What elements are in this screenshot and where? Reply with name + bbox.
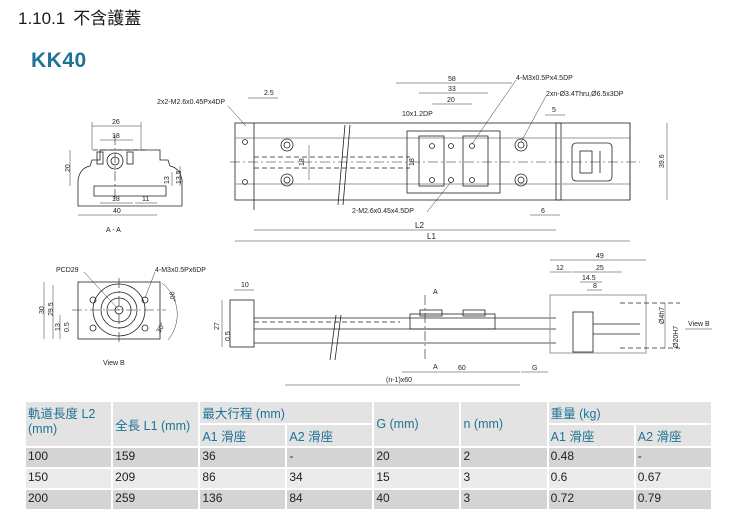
cell-weight-a1: 0.6: [548, 469, 634, 488]
cell-l2: 100: [26, 448, 112, 467]
dim-boss: Ø20H7: [673, 326, 680, 348]
cell-stroke-a2: -: [287, 448, 373, 467]
dim-pitch: (n-1)x60: [386, 377, 412, 384]
cell-g: 15: [374, 469, 460, 488]
dim-13-view-b: 13: [55, 323, 62, 331]
dim-29-5: 29.5: [48, 302, 55, 316]
top-view: 2x2-M2.6x0.45Px4DP 2.5 58 33 20 10x1.2DP…: [157, 75, 668, 242]
spec-table: 軌道長度 L2 (mm) 全長 L1 (mm) 最大行程 (mm) G (mm)…: [24, 400, 713, 511]
dim-0-5-side: 0.5: [225, 331, 232, 341]
technical-drawing: 26 18 20 13 13.5 18 11 40 A - A: [39, 75, 712, 386]
cell-l2: 150: [26, 469, 112, 488]
dim-60: 60: [458, 365, 466, 372]
cell-l1: 259: [113, 490, 199, 509]
cell-g: 20: [374, 448, 460, 467]
cell-stroke-a2: 34: [287, 469, 373, 488]
angle-30: 30°: [155, 321, 167, 334]
section-title: 不含護蓋: [73, 9, 142, 28]
cell-stroke-a1: 136: [200, 490, 286, 509]
callout-tap-view-b: 4-M3x0.5Px6DP: [155, 267, 206, 274]
cell-l1: 159: [113, 448, 199, 467]
mounting-holes: [242, 138, 528, 187]
cell-n: 2: [461, 448, 547, 467]
section-heading: 1.10.1 不含護蓋: [18, 4, 141, 29]
cell-weight-a1: 0.48: [548, 448, 634, 467]
callout-tap-end: 2x2-M2.6x0.45Px4DP: [157, 99, 225, 106]
dim-12: 12: [556, 265, 564, 272]
dim-6: 6: [541, 208, 545, 215]
cell-n: 3: [461, 490, 547, 509]
header-weight: 重量 (kg): [548, 402, 711, 423]
section-mark-bottom: A: [433, 364, 438, 371]
dim-18-rail: 18: [299, 158, 306, 166]
dim-18-slider: 18: [409, 158, 416, 166]
header-weight-a2: A2 滑座: [635, 425, 711, 446]
callout-thru-holes: 2xn-Ø3.4Thru,Ø6.5x3DP: [546, 91, 624, 98]
cell-g: 40: [374, 490, 460, 509]
header-max-stroke: 最大行程 (mm): [200, 402, 373, 423]
view-b-caption: View B: [103, 360, 125, 367]
dim-8: 8: [593, 283, 597, 290]
dim-2-5: 2.5: [264, 90, 274, 97]
header-weight-a1: A1 滑座: [548, 425, 634, 446]
callout-tap-slider: 4-M3x0.5Px4.5DP: [516, 75, 573, 82]
section-a-a-view: 26 18 20 13 13.5 18 11 40 A - A: [65, 119, 183, 234]
view-b-arrow-label: View B: [688, 321, 710, 328]
dim-58: 58: [448, 76, 456, 83]
callout-slot: 10x1.2DP: [402, 111, 433, 118]
section-mark-top: A: [433, 289, 438, 296]
header-g: G (mm): [374, 402, 460, 446]
table-row: 200 259 136 84 40 3 0.72 0.79: [26, 490, 711, 509]
dim-L2: L2: [415, 221, 424, 230]
dim-27: 27: [214, 322, 221, 330]
section-caption: A - A: [106, 227, 121, 234]
cell-stroke-a2: 84: [287, 490, 373, 509]
angle-90: 90°: [167, 291, 177, 303]
dim-49: 49: [596, 253, 604, 260]
section-number: 1.10.1: [18, 9, 66, 28]
dim-L1: L1: [427, 232, 436, 241]
dim-5: 5: [552, 107, 556, 114]
dim-10: 10: [241, 282, 249, 289]
callout-pcd: PCD29: [56, 267, 79, 274]
cell-weight-a2: 0.79: [635, 490, 711, 509]
view-b: PCD29 4-M3x0.5Px6DP 30 29.5 13 0.5 90° 3…: [39, 267, 206, 367]
dim-40: 40: [113, 208, 121, 215]
dim-13-5: 13.5: [176, 170, 183, 184]
dim-25: 25: [596, 265, 604, 272]
dim-20-top: 20: [447, 97, 455, 104]
dim-11: 11: [142, 196, 149, 203]
motor-side-view: 49 12 25 14.5 8 Ø4h7 Ø20H7 View B: [549, 253, 712, 354]
cell-weight-a2: -: [635, 448, 711, 467]
dim-20: 20: [65, 164, 72, 172]
header-n: n (mm): [461, 402, 547, 446]
header-stroke-a2: A2 滑座: [287, 425, 373, 446]
cell-weight-a2: 0.67: [635, 469, 711, 488]
header-stroke-a1: A1 滑座: [200, 425, 286, 446]
dim-33: 33: [448, 86, 456, 93]
header-rail-length: 軌道長度 L2 (mm): [26, 402, 112, 446]
dim-39-6: 39.6: [659, 154, 666, 168]
cell-weight-a1: 0.72: [548, 490, 634, 509]
dim-G: G: [532, 365, 537, 372]
header-total-length: 全長 L1 (mm): [113, 402, 199, 446]
cell-l2: 200: [26, 490, 112, 509]
cell-stroke-a1: 36: [200, 448, 286, 467]
dim-18-bottom: 18: [112, 196, 120, 203]
dim-0-5-view-b: 0.5: [64, 322, 71, 332]
dim-18-top: 18: [112, 133, 120, 140]
model-name: KK40: [31, 49, 87, 72]
side-view: A A 10 27 0.5 60 G (n-1)x60: [214, 282, 556, 386]
dim-shaft: Ø4h7: [659, 307, 666, 324]
dim-13: 13: [164, 176, 171, 184]
dim-30: 30: [39, 306, 46, 314]
cell-n: 3: [461, 469, 547, 488]
callout-tap-bottom: 2-M2.6x0.45x4.5DP: [352, 208, 414, 215]
cell-l1: 209: [113, 469, 199, 488]
cell-stroke-a1: 86: [200, 469, 286, 488]
dim-14-5: 14.5: [582, 275, 596, 282]
table-row: 100 159 36 - 20 2 0.48 -: [26, 448, 711, 467]
dim-26: 26: [112, 119, 120, 126]
table-row: 150 209 86 34 15 3 0.6 0.67: [26, 469, 711, 488]
